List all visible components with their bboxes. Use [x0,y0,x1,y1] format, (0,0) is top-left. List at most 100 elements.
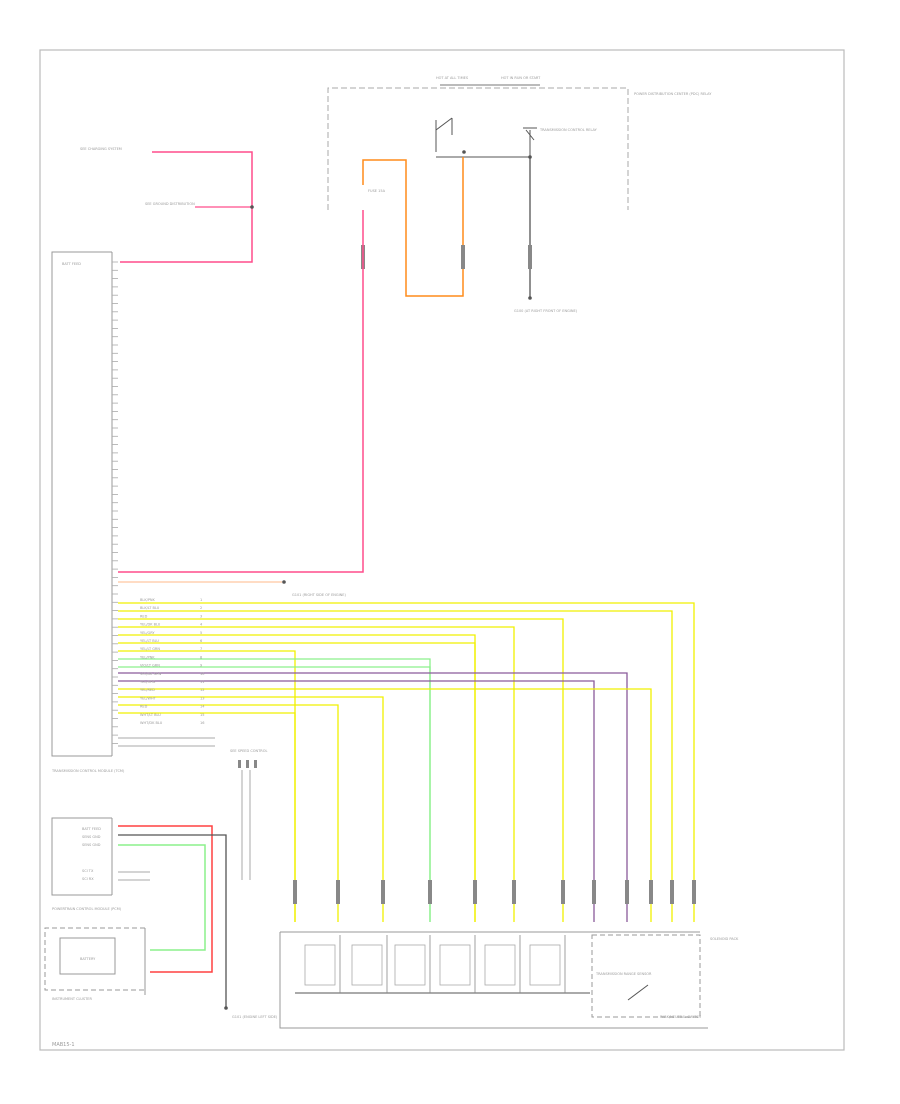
lower-module-title: POWERTRAIN CONTROL MODULE (PCM) [52,907,122,911]
wire-pin-label: 14 [200,705,205,709]
solenoid-coil [351,944,383,986]
signal-wire [118,704,339,922]
signal-wire [118,672,628,922]
solenoid-outline [279,932,708,1029]
pn-switch [627,984,649,1001]
solenoid-coil [304,944,336,986]
ground-bottom-label: G101 (ENGINE LEFT SIDE) [232,1015,278,1019]
pdc-border [327,87,629,210]
connector-block-b [246,760,249,768]
tcm-lower-5: SCI RX [82,877,94,881]
lower-left-module: POWERTRAIN CONTROL MODULE (PCM) BATTERY … [44,907,146,1001]
wire-pin-label: 3 [200,614,202,618]
relay-switch [435,117,453,152]
ground-bottom-node [224,1006,228,1010]
ground-mid-label: G101 (RIGHT SIDE OF ENGINE) [292,593,346,597]
signal-connector [428,880,432,904]
connector-note: SEE SPEED CONTROL [230,749,267,753]
signal-wire [118,696,384,922]
signal-connector [649,880,653,904]
orange-wire [362,157,464,297]
wire-pin-label: 4 [200,623,203,627]
tcm-lower-3: SENS GND [82,843,101,847]
wire-pin-label: 11 [200,680,204,684]
signal-connector [512,880,516,904]
wire-color-label: YEL/LT BLU [140,639,159,643]
lower-left-box [44,927,145,991]
page-frame [39,49,845,1051]
wire-pin-label: 12 [200,688,204,692]
pdc-section: HOT AT ALL TIMES HOT IN RUN OR START POW… [327,76,712,313]
signal-wire [118,666,431,922]
wire-color-label: YEL/WHT [140,696,157,700]
top-left-note: SEE CHARGING SYSTEM [80,147,122,151]
connector-c3 [528,245,532,269]
right-module-title: SOLENOID PACK [710,937,739,941]
ground-mid-node [282,580,286,584]
wire-color-label: VIO/DK GRN [140,672,162,676]
wire-pin-label: 7 [200,647,202,651]
wire-pin-label: 9 [200,664,202,668]
signal-connector [381,880,385,904]
signal-wire [118,634,476,922]
signal-wire [118,602,695,922]
lower-tcm-outline [51,817,112,896]
signal-wire [118,680,595,922]
connector-block-c [254,760,257,768]
wire-pin-label: 13 [200,696,204,700]
wire-pin-label: 6 [200,639,202,643]
wire-color-label: RED [140,705,148,709]
relay-coil [523,127,537,141]
battery-label: BATTERY [80,957,96,961]
pink-wire-tall [118,210,364,573]
footer-code: MAB15-1 [52,1042,75,1048]
connector-block-a [238,760,241,768]
signal-wire [118,688,652,922]
wire-color-label: YEL/ORG [140,680,156,684]
signal-wires [118,602,696,922]
wire-color-label: YEL/DK BLU [140,623,161,627]
wire-color-label: YEL/RED [140,688,155,692]
relay-label: TRANSMISSION CONTROL RELAY [539,128,598,132]
wire-pin-label: 8 [200,655,202,659]
wire-pin-label: 1 [200,598,202,602]
wire-color-label: WHT/DK BLU [140,721,163,725]
wire-color-label: YEL/PNK [140,655,155,659]
wire-pin-label: 10 [200,672,204,676]
fuse-top-left-label: HOT AT ALL TIMES [436,76,469,80]
wire-pin-label: 2 [200,606,202,610]
signal-connector [592,880,596,904]
relay-node-a [462,150,466,154]
wire-color-label: YEL/LT GRN [140,647,160,651]
signal-connector [625,880,629,904]
green-wire-lower [118,844,206,951]
splice-node [250,205,254,209]
wire-color-label: BLK/LT BLU [140,606,160,610]
splice-note: SEE GROUND DISTRIBUTION [145,202,195,206]
solenoid-coil [529,944,561,986]
lower-tcm-section: BATT FEED SENS GND SENS GND SCI TX SCI R… [51,817,278,1019]
solenoid-coil [439,944,471,986]
signal-connector [336,880,340,904]
tcm-pin-ticks [112,261,118,744]
wire-color-label: WHT/LT BLU [140,713,161,717]
lower-left-inner [59,937,116,975]
signal-wire [118,610,673,922]
tcm-lower-4: SCI TX [82,869,94,873]
tcm-lower-2: SENS GND [82,835,101,839]
fuse-top-right-label: HOT IN RUN OR START [501,76,541,80]
tcm-outline [51,251,112,757]
signal-connector [293,880,297,904]
black-wire-lower [118,834,227,1008]
solenoid-elements [304,935,566,993]
ground-node [528,296,532,300]
lower-left-module-label: INSTRUMENT CLUSTER [52,997,92,1001]
solenoid-pack: TRANSMISSION RANGE SENSOR PARK/NEUTRAL S… [279,931,739,1029]
wire-pin-label: 5 [200,631,202,635]
signal-connector [561,880,565,904]
tcm-title: TRANSMISSION CONTROL MODULE (TCM) [51,769,125,773]
solenoid-coil [484,944,516,986]
fuse-small-label: FUSE 15A [368,189,386,193]
signal-connector [473,880,477,904]
